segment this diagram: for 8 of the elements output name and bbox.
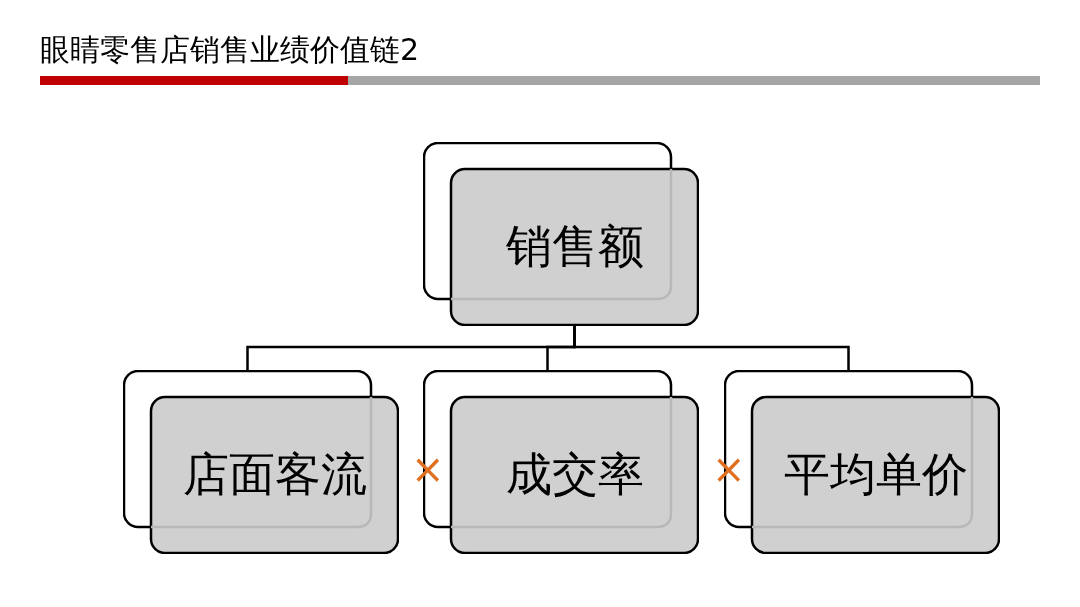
title: 眼睛零售店销售业绩价值链2 [40, 31, 420, 69]
box-label: 成交率 [504, 446, 645, 503]
stacked-box [423, 142, 699, 326]
box-label: 销售额 [504, 218, 645, 275]
stacked-box [123, 370, 399, 554]
connector-line [573, 326, 850, 371]
box-label: 店面客流 [181, 446, 368, 503]
box-label: 平均单价 [782, 446, 969, 503]
